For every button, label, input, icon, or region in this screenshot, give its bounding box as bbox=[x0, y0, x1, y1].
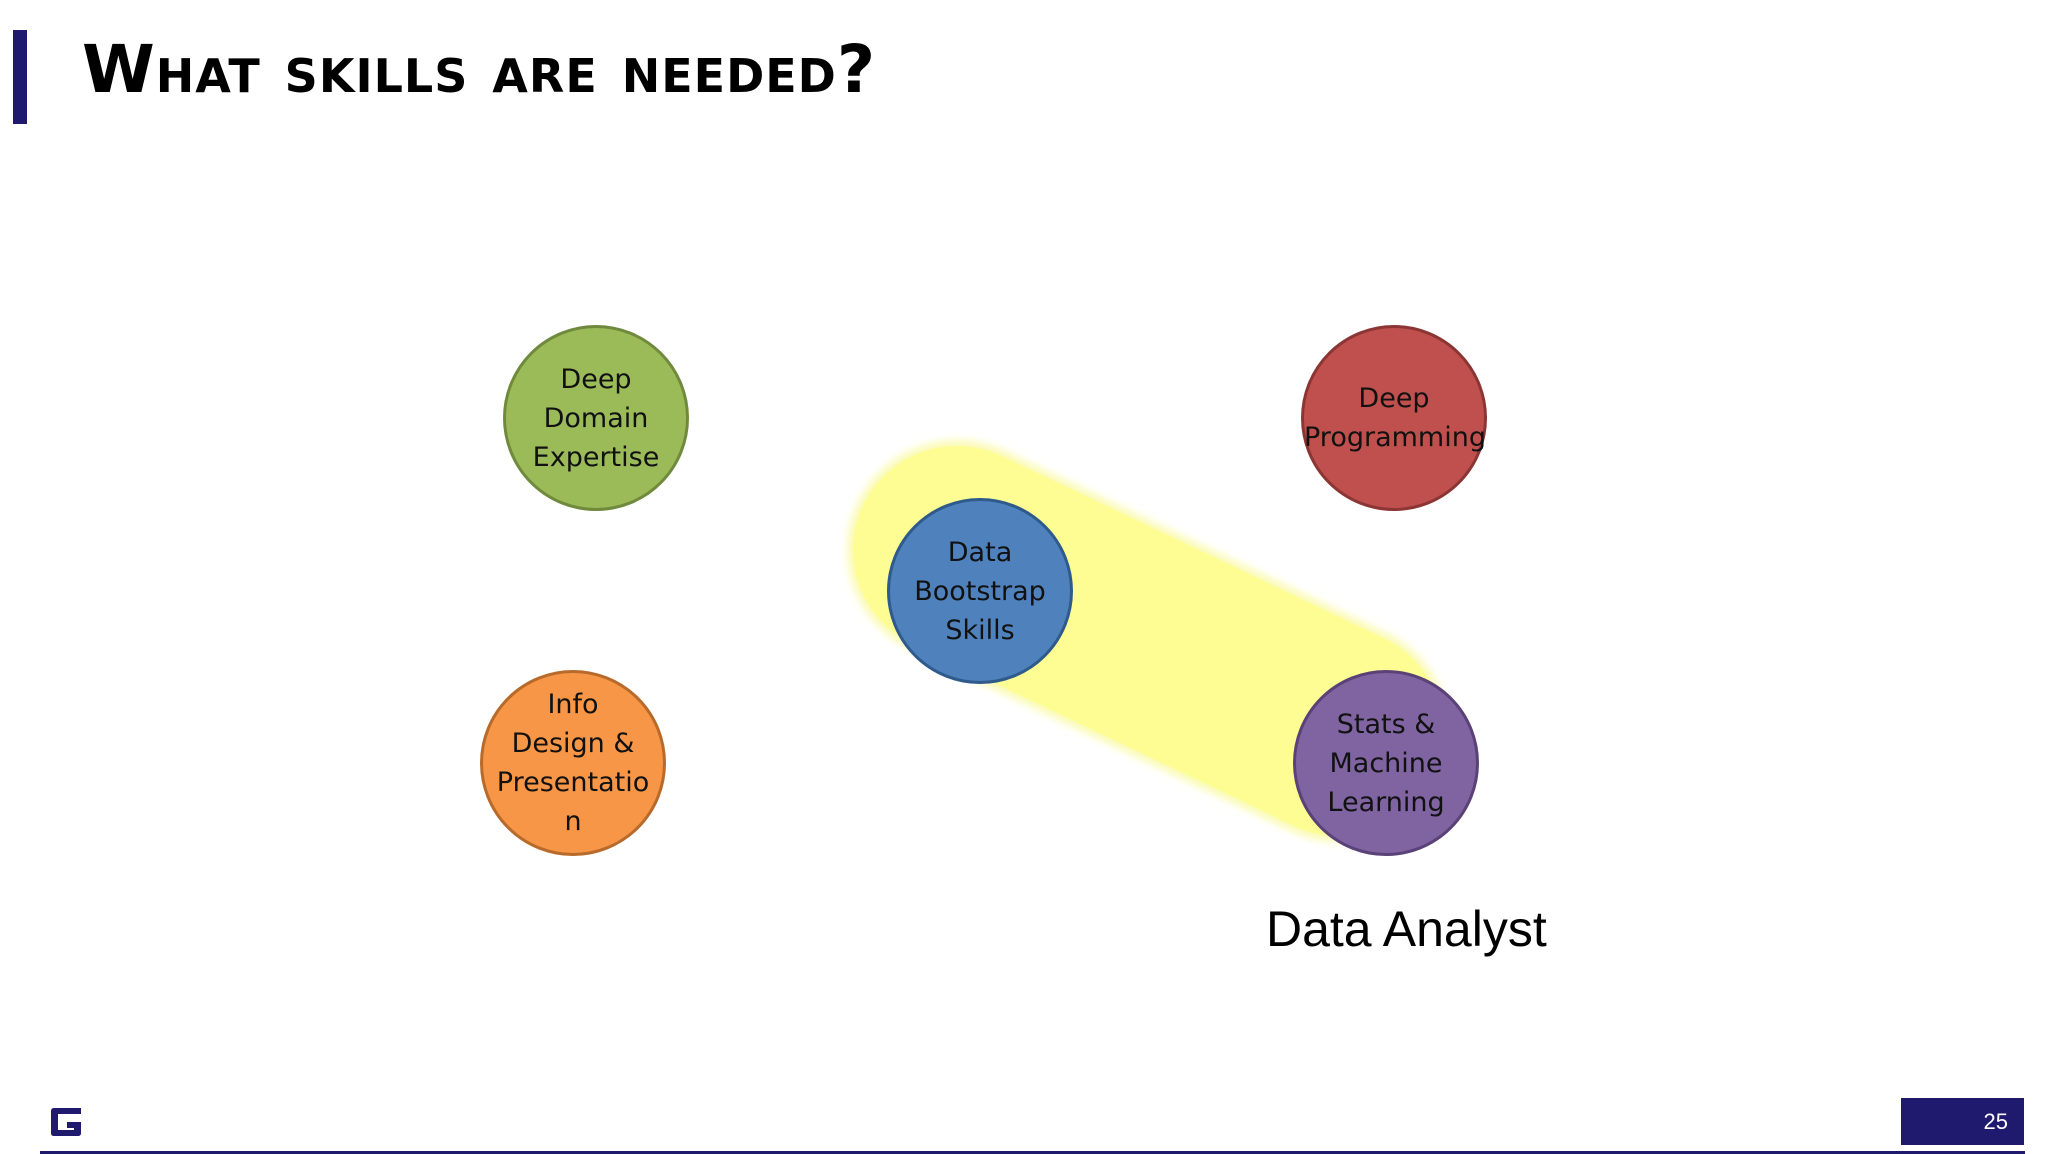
title-accent-bar bbox=[13, 30, 27, 124]
data-bootstrap-skills-label: Data Bootstrap Skills bbox=[914, 536, 1046, 646]
deep-domain-expertise-label: Deep Domain Expertise bbox=[532, 363, 660, 473]
page-number-box: 25 bbox=[1901, 1098, 2024, 1145]
deep-programming-circle: Deep Programming bbox=[1301, 325, 1487, 511]
g-logo-icon bbox=[51, 1108, 81, 1136]
stats-machine-learning-circle: Stats & Machine Learning bbox=[1293, 670, 1479, 856]
info-design-presentation-label: Info Design & Presentatio n bbox=[496, 689, 650, 837]
deep-domain-expertise-circle: Deep Domain Expertise bbox=[503, 325, 689, 511]
stats-machine-learning-label: Stats & Machine Learning bbox=[1327, 708, 1445, 818]
deep-programming-label: Deep Programming bbox=[1304, 383, 1486, 453]
info-design-presentation-circle: Info Design & Presentatio n bbox=[480, 670, 666, 856]
page-number: 25 bbox=[1983, 1108, 2008, 1134]
data-bootstrap-skills-circle: Data Bootstrap Skills bbox=[887, 498, 1073, 684]
slide-title: What skills are needed? bbox=[82, 31, 877, 108]
data-analyst-label: Data Analyst bbox=[1266, 901, 1547, 957]
